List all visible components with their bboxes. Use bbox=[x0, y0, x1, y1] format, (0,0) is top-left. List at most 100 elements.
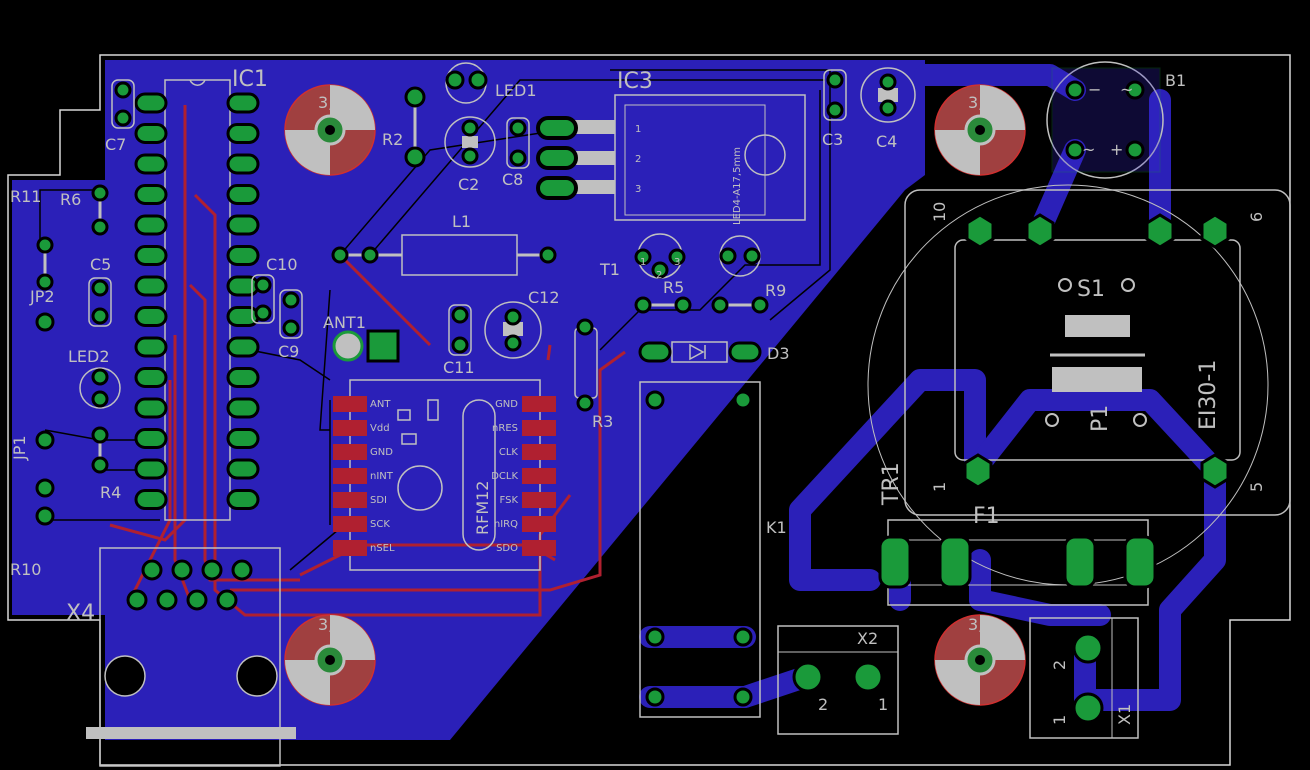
x1-label: X1 bbox=[1115, 704, 1134, 725]
ic1-pad-right bbox=[226, 123, 260, 144]
ic1-footprint[interactable]: IC1 bbox=[164, 67, 268, 521]
ic1-pad-left bbox=[134, 275, 168, 297]
t1-footprint[interactable]: 1 2 3 T1 bbox=[599, 233, 686, 281]
r3-footprint[interactable]: R3 bbox=[574, 318, 613, 431]
ic1-pad-left bbox=[134, 92, 168, 114]
c10-footprint[interactable]: C10 bbox=[251, 255, 298, 324]
mounting-hole: 3,0 bbox=[934, 614, 1026, 706]
ic1-pad-left bbox=[134, 336, 168, 358]
b1-plus: + bbox=[1110, 140, 1123, 159]
c5-footprint[interactable]: C5 bbox=[88, 255, 112, 327]
ic1-pad-right bbox=[226, 245, 260, 266]
rfm12-pad-left bbox=[333, 444, 367, 460]
ic1-pad-right bbox=[226, 275, 260, 297]
jp2-footprint[interactable]: JP2 bbox=[29, 287, 55, 332]
r11-footprint[interactable] bbox=[36, 236, 54, 291]
rfm12-pin-label: ANT bbox=[370, 399, 391, 410]
tr-pin-6: 6 bbox=[1247, 212, 1266, 222]
rfm12-pad-right bbox=[522, 396, 556, 412]
rfm12-pin-label: SDO bbox=[496, 543, 518, 554]
k1-label: K1 bbox=[766, 518, 787, 537]
rfm12-pad-left bbox=[333, 468, 367, 484]
r4-footprint[interactable]: R4 bbox=[91, 426, 121, 502]
ic3-pin-2: 2 bbox=[635, 154, 641, 165]
rfm12-pad-right bbox=[522, 540, 556, 556]
ant1-label: ANT1 bbox=[323, 313, 366, 332]
tr1-footprint[interactable]: 10 6 1 5 EI30-1 TR1 bbox=[867, 184, 1291, 586]
c9-label: C9 bbox=[278, 342, 299, 361]
ei30-label: EI30-1 bbox=[1196, 360, 1221, 430]
ic1-pad-right bbox=[226, 214, 260, 236]
c11-label: C11 bbox=[443, 358, 475, 377]
x4-pad bbox=[171, 559, 193, 581]
rfm12-pin-label: nIRQ bbox=[494, 519, 518, 530]
rfm12-label: RFM12 bbox=[473, 481, 492, 535]
b1-footprint[interactable]: − ~ ~ + B1 bbox=[1046, 61, 1186, 179]
r5-label: R5 bbox=[663, 278, 684, 297]
ic3-label: IC3 bbox=[617, 69, 653, 94]
tr-pin-5: 5 bbox=[1247, 482, 1266, 492]
c2-footprint[interactable]: C2 bbox=[444, 116, 496, 194]
led4-footprint[interactable] bbox=[719, 235, 761, 277]
ant1-footprint[interactable]: ANT1 bbox=[323, 313, 400, 363]
x1-pin-1: 1 bbox=[1050, 715, 1069, 725]
ic1-pad-right bbox=[226, 428, 260, 449]
led1-footprint[interactable]: LED1 bbox=[445, 62, 537, 104]
x4-pad bbox=[231, 559, 253, 581]
ic1-pad-left bbox=[134, 306, 168, 327]
jp1-footprint[interactable]: JP1 bbox=[10, 430, 55, 526]
x1-pin-2: 2 bbox=[1050, 660, 1069, 670]
x1-footprint[interactable]: X1 2 1 bbox=[1029, 617, 1139, 739]
x4-footprint[interactable]: X4 bbox=[66, 547, 296, 767]
c3-footprint[interactable]: C3 bbox=[822, 69, 847, 149]
rfm12-pin-label: Vdd bbox=[370, 423, 390, 434]
x2-footprint[interactable]: X2 2 1 bbox=[777, 625, 899, 735]
d3-footprint[interactable]: D3 bbox=[638, 341, 790, 363]
x4-pad bbox=[186, 589, 208, 611]
p1-label: P1 bbox=[1088, 405, 1113, 432]
c12-footprint[interactable]: C12 bbox=[484, 288, 560, 359]
c9-footprint[interactable]: C9 bbox=[278, 289, 303, 361]
hole-label: 3,0 bbox=[318, 615, 343, 634]
ic1-pad-left bbox=[134, 153, 168, 175]
c10-label: C10 bbox=[266, 255, 298, 274]
ic3-footprint[interactable]: IC3 1 2 3 LED4-A17,5mm bbox=[536, 69, 806, 225]
l1-label: L1 bbox=[452, 212, 471, 231]
r5-footprint[interactable]: R5 bbox=[634, 278, 692, 314]
l1-footprint[interactable]: L1 bbox=[331, 212, 557, 276]
led2-footprint[interactable]: LED2 bbox=[68, 347, 121, 409]
s1-footprint[interactable]: S1 P1 bbox=[1045, 277, 1147, 432]
rfm12-pin-label: DCLK bbox=[491, 471, 518, 482]
ic1-pad-right bbox=[226, 153, 260, 175]
mounting-hole: 3,0 bbox=[284, 84, 376, 176]
tr1-label: TR1 bbox=[879, 462, 904, 506]
r6-label: R6 bbox=[60, 190, 81, 209]
rfm12-pin-label: GND bbox=[495, 399, 518, 410]
r9-label: R9 bbox=[765, 281, 786, 300]
ic1-pad-right bbox=[226, 336, 260, 358]
ic1-pad-left bbox=[134, 184, 168, 205]
c11-footprint[interactable]: C11 bbox=[443, 304, 475, 377]
c7-footprint[interactable]: C7 bbox=[105, 79, 135, 154]
r9-footprint[interactable]: R9 bbox=[711, 281, 786, 314]
x4-pad bbox=[216, 589, 238, 611]
t1-pin-3: 3 bbox=[674, 257, 680, 268]
c8-footprint[interactable]: C8 bbox=[502, 117, 530, 189]
f1-footprint[interactable]: F1 bbox=[878, 504, 1157, 606]
c2-label: C2 bbox=[458, 175, 479, 194]
hole-label: 3,0 bbox=[968, 93, 993, 112]
ic1-pad-right bbox=[226, 184, 260, 205]
ic1-pad-right bbox=[226, 489, 260, 510]
b1-minus: − bbox=[1088, 80, 1101, 99]
ic1-pad-left bbox=[134, 214, 168, 236]
rfm12-pad-left bbox=[333, 540, 367, 556]
r6-footprint[interactable]: R6 bbox=[60, 184, 109, 236]
led1-label: LED1 bbox=[495, 81, 537, 100]
ic1-pad-left bbox=[134, 489, 168, 510]
ic1-pad-right bbox=[226, 458, 260, 480]
c4-footprint[interactable]: C4 bbox=[860, 67, 916, 151]
r2-footprint[interactable]: R2 bbox=[382, 86, 426, 168]
k1-footprint[interactable]: K1 bbox=[639, 381, 787, 718]
